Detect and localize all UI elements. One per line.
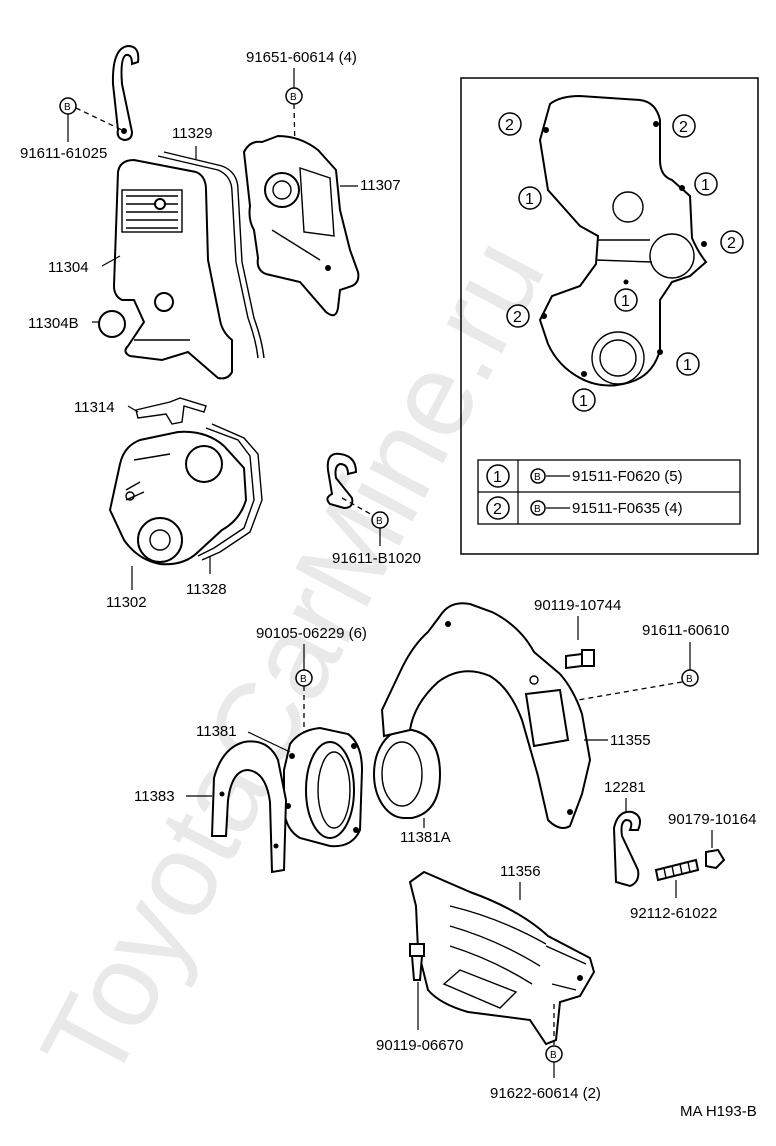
svg-text:1: 1 (683, 357, 692, 374)
label-11329: 11329 (172, 125, 213, 142)
label-91611-B1020: 91611-B1020 (332, 550, 421, 567)
bolt-marker-91611-60610: B (681, 669, 699, 687)
bolt-marker-90105-06229: B (295, 669, 313, 687)
label-11356: 11356 (500, 863, 541, 880)
diagram-code: MA H193-B (680, 1103, 757, 1120)
svg-text:B: B (300, 674, 307, 685)
label-90105-06229: 90105-06229 (6) (256, 625, 367, 642)
gasket-11329 (157, 151, 265, 359)
svg-text:1: 1 (525, 191, 534, 208)
label-11328: 11328 (186, 581, 227, 598)
bolt-marker-91611-61025: B (59, 97, 77, 115)
svg-text:B: B (686, 674, 693, 685)
label-91622-60614: 91622-60614 (2) (490, 1085, 601, 1102)
svg-text:B: B (534, 504, 541, 515)
inset-callout-2-d: 2 (506, 304, 530, 328)
svg-text:1: 1 (621, 293, 630, 310)
label-90119-10744: 90119-10744 (534, 597, 621, 614)
timing-cover-no1-11302 (108, 430, 248, 566)
legend-row-2-part: 91511-F0635 (4) (572, 500, 683, 517)
label-11302: 11302 (106, 594, 147, 611)
inset-box (460, 77, 759, 555)
hook-bracket-top (111, 44, 140, 142)
inset-callout-1-c: 1 (614, 288, 638, 312)
inset-legend-table: 1 B 91511-F0620 (5) 2 B 91511-F0635 (4) (477, 459, 741, 525)
inset-callout-2-c: 2 (720, 230, 744, 254)
label-11314: 11314 (74, 399, 115, 416)
bolt-marker-91651-60614: B (285, 87, 303, 105)
oil-seal-11381A (373, 729, 442, 819)
timing-cover-no2-11304 (112, 158, 233, 380)
svg-text:1: 1 (579, 393, 588, 410)
inset-callout-1-d: 1 (676, 352, 700, 376)
legend-row-1-bolt-marker: B (530, 468, 546, 484)
bolt-marker-91611-B1020: B (371, 511, 389, 529)
inset-callout-1-e: 1 (572, 388, 596, 412)
svg-text:B: B (64, 102, 71, 113)
oil-pan-baffle-11356 (408, 870, 596, 1046)
label-92112-61022: 92112-61022 (630, 905, 717, 922)
label-11355: 11355 (610, 732, 651, 749)
svg-text:2: 2 (493, 501, 502, 518)
svg-text:2: 2 (505, 117, 514, 134)
label-91611-61025: 91611-61025 (20, 145, 107, 162)
stud-92112-61022 (654, 858, 700, 882)
svg-text:2: 2 (727, 235, 736, 252)
svg-text:B: B (290, 92, 297, 103)
svg-text:1: 1 (493, 469, 502, 486)
label-11304: 11304 (48, 259, 89, 276)
timing-belt-cover-plate-11307 (242, 134, 360, 317)
svg-text:2: 2 (679, 119, 688, 136)
svg-text:B: B (550, 1050, 557, 1061)
legend-row-2-bolt-marker: B (530, 500, 546, 516)
oil-seal-retainer-11381 (283, 726, 364, 848)
legend-row-2-num: 2 (486, 496, 510, 520)
inset-callout-2-a: 2 (498, 112, 522, 136)
svg-text:B: B (534, 472, 541, 483)
label-90179-10164: 90179-10164 (668, 811, 756, 828)
hook-bracket-91611-B1020 (326, 452, 358, 510)
timing-cover-back-11355 (380, 602, 592, 829)
inset-timing-cover-outline (538, 94, 708, 387)
label-91611-60610: 91611-60610 (642, 622, 729, 639)
legend-row-1-part: 91511-F0620 (5) (572, 468, 683, 485)
bolt-90119-06670 (409, 943, 425, 981)
svg-text:B: B (376, 516, 383, 527)
gasket-11314 (135, 397, 207, 425)
bolt-90119-10744 (565, 649, 595, 670)
label-12281: 12281 (604, 779, 646, 796)
label-11304B: 11304B (28, 315, 79, 332)
nut-90179-10164 (705, 848, 726, 870)
label-91651-60614: 91651-60614 (4) (246, 49, 357, 66)
svg-text:2: 2 (513, 309, 522, 326)
label-90119-06670: 90119-06670 (376, 1037, 463, 1054)
inset-callout-1-a: 1 (518, 186, 542, 210)
legend-row-1-num: 1 (486, 464, 510, 488)
gasket-11383 (210, 740, 288, 874)
label-11381: 11381 (196, 723, 237, 740)
hook-bracket-12281 (612, 810, 641, 888)
gasket-11328 (197, 423, 263, 561)
svg-text:1: 1 (701, 177, 710, 194)
inset-callout-1-b: 1 (694, 172, 718, 196)
inset-callout-2-b: 2 (672, 114, 696, 138)
plug-11304B (98, 310, 126, 338)
label-11383: 11383 (134, 788, 175, 805)
label-11307: 11307 (360, 177, 401, 194)
label-11381A: 11381A (400, 829, 451, 846)
bolt-marker-91622-60614: B (545, 1045, 563, 1063)
